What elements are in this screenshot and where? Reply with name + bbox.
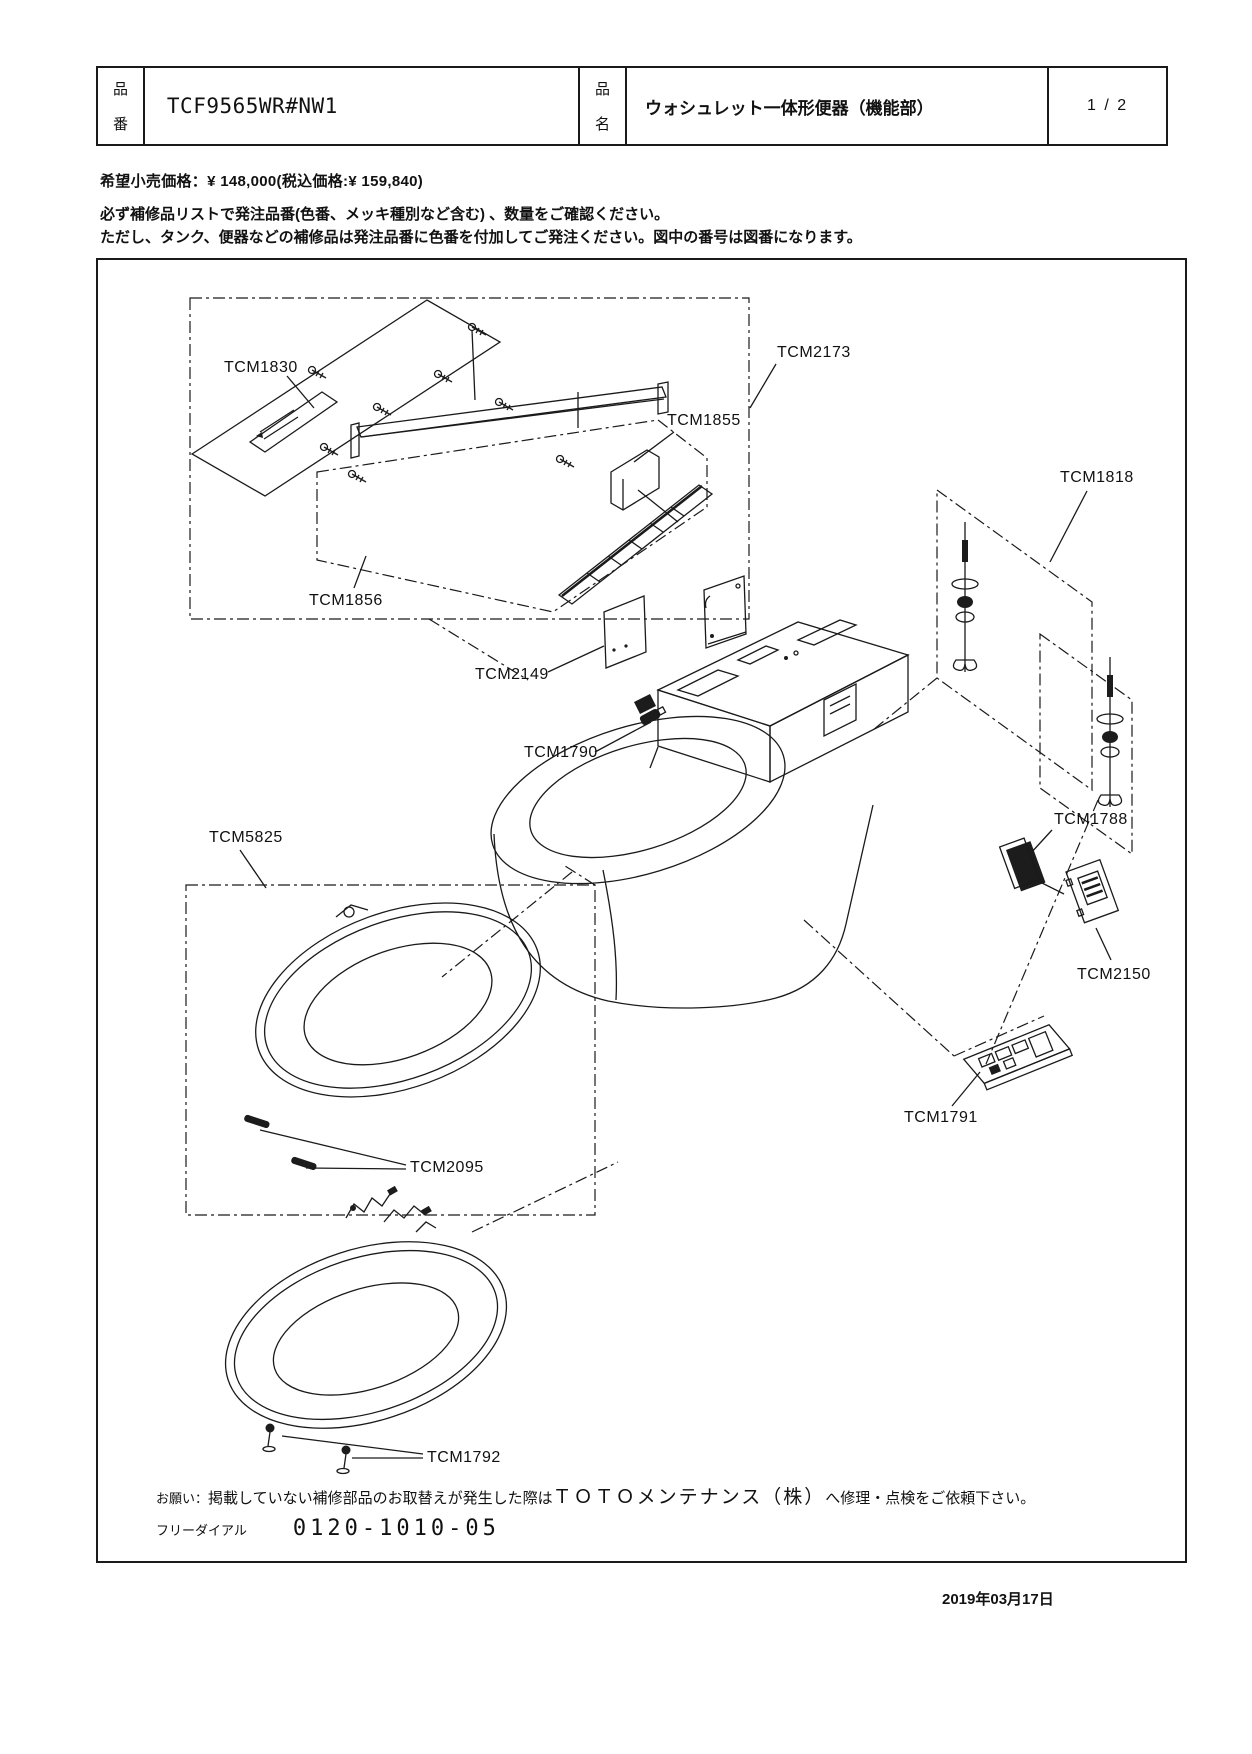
part-number-label-char2: 番: [112, 116, 128, 133]
leader-lines: [239, 363, 1112, 1459]
label-tcm2150: TCM2150: [1077, 966, 1151, 983]
label-tcm1792: TCM1792: [427, 1449, 501, 1466]
part-drawing-tcm2173-strip: [557, 484, 714, 605]
label-tcm1855: TCM1855: [667, 412, 741, 429]
request-prefix: お願い：: [156, 1491, 209, 1506]
request-suffix: へ修理・点検をご依頼下さい。: [825, 1490, 1036, 1507]
part-drawing-tcm1830-plate: [190, 299, 502, 497]
request-text: 掲載していない補修部品のお取替えが発生した際は: [208, 1490, 553, 1507]
header-table: 品 番 TCF9565WR#NW1 品 名 ウォシュレット一体形便器（機能部） …: [96, 66, 1168, 146]
part-name-label-char2: 名: [595, 116, 611, 133]
part-drawing-tcm1855-bracket: [610, 449, 679, 523]
label-tcm2173: TCM2173: [777, 344, 851, 361]
label-tcm1818: TCM1818: [1060, 469, 1134, 486]
part-drawing-tcm1856-bar: [350, 329, 669, 459]
part-drawing-tcm1790-plug: [639, 705, 667, 726]
part-drawing-tcm1788-grille: [998, 837, 1046, 892]
part-drawing-tcm2149-plates: [603, 575, 747, 669]
document-date: 2019年03月17日: [942, 1591, 1054, 1608]
request-brand: ＴＯＴＯメンテナンス（株）: [552, 1487, 826, 1508]
projection-lines: [428, 618, 1099, 1233]
part-name-value: ウォシュレット一体形便器（機能部）: [627, 68, 1050, 144]
price-line: 希望小売価格：¥ 148,000(税込価格:¥ 159,840): [100, 173, 424, 190]
part-drawing-tcm1791-remote: [962, 1024, 1074, 1091]
label-tcm5825: TCM5825: [209, 829, 283, 846]
parts-diagram: TCM1830 TCM2173 TCM1855 TCM1856 TCM2149 …: [185, 297, 1151, 1475]
part-name-label-char1: 品: [595, 81, 611, 98]
inset-box-top: [189, 297, 750, 620]
note-line-2: ただし、タンク、便器などの補修品は発注品番に色番を付加してご発注ください。図中の…: [100, 229, 862, 246]
part-drawing-tcm2150-plate: [1065, 858, 1120, 924]
free-dial-line: フリーダイアル 0120-1010-05: [156, 1516, 500, 1541]
part-name-label: 品 名: [580, 68, 627, 144]
label-tcm1788: TCM1788: [1054, 811, 1128, 828]
service-request-line: お願い：掲載していない補修部品のお取替えが発生した際はＴＯＴＯメンテナンス（株）…: [156, 1482, 1035, 1509]
label-tcm2149: TCM2149: [475, 666, 549, 683]
bolt-left: [951, 521, 979, 673]
label-tcm1790: TCM1790: [524, 744, 598, 761]
region-tcm1818: [936, 488, 1133, 856]
inset-screws: [307, 322, 575, 483]
diagram-box: TCM1830 TCM2173 TCM1855 TCM1856 TCM2149 …: [96, 258, 1187, 1563]
note-line-1: 必ず補修品リストで発注品番(色番、メッキ種別など含む) 、数量をご確認ください。: [100, 206, 670, 223]
part-number-value: TCF9565WR#NW1: [145, 68, 581, 144]
label-tcm2095: TCM2095: [410, 1159, 484, 1176]
region-tcm5825: [185, 884, 596, 1216]
page-indicator: 1 / 2: [1087, 97, 1129, 114]
label-tcm1856: TCM1856: [309, 592, 383, 609]
free-dial-number: 0120-1010-05: [292, 1516, 500, 1541]
bolt-right: [1096, 656, 1124, 808]
seat-harness-drawing: [224, 1185, 508, 1475]
part-number-label-char1: 品: [112, 81, 128, 98]
free-dial-label: フリーダイアル: [156, 1523, 247, 1538]
label-tcm1830: TCM1830: [224, 359, 298, 376]
label-tcm1791: TCM1791: [904, 1109, 978, 1126]
part-number-label: 品 番: [98, 68, 145, 144]
